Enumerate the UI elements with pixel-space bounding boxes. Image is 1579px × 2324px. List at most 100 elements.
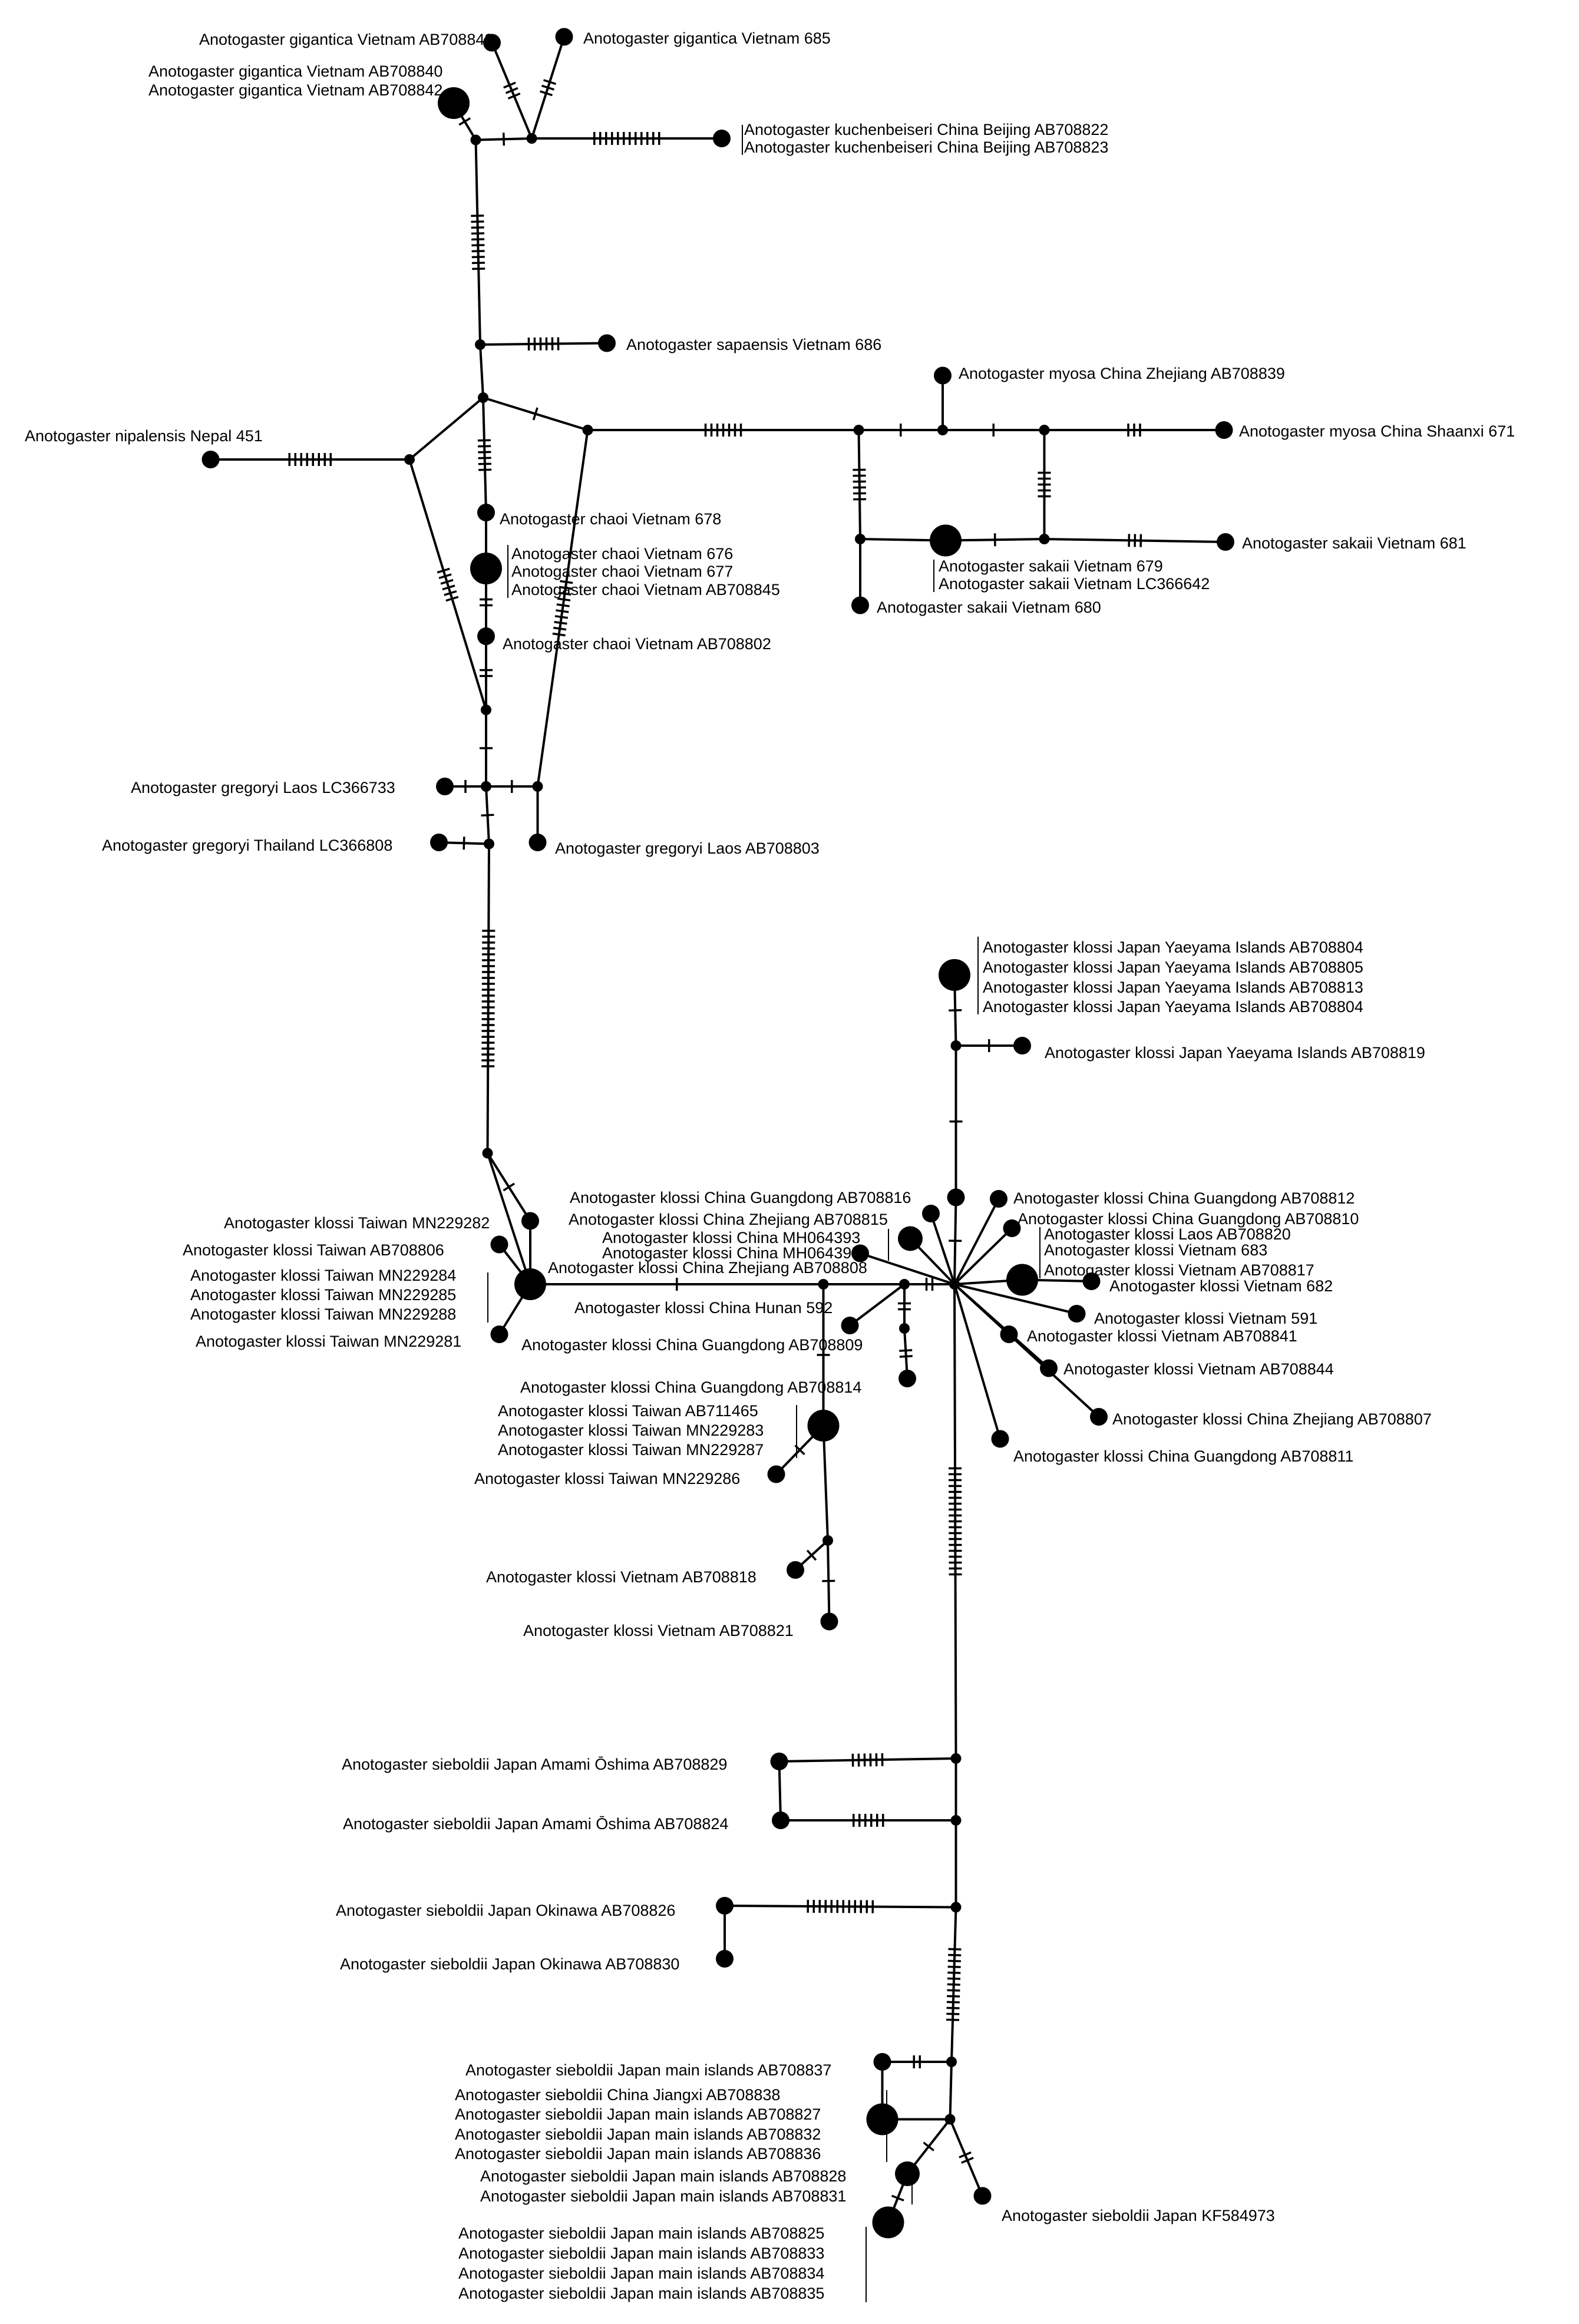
mutation-tick <box>558 591 572 596</box>
median-vector-node <box>532 781 543 792</box>
network-edge <box>486 844 490 1153</box>
median-vector-node <box>899 1323 910 1334</box>
label-klossi-taiwan-465: Anotogaster klossi Taiwan AB711465 <box>498 1402 758 1420</box>
median-vector-node <box>1039 534 1050 544</box>
label-sieboldii-kf-973: Anotogaster sieboldii Japan KF584973 <box>1002 2207 1275 2224</box>
label-klossi-zhejiang-808: Anotogaster klossi China Zhejiang AB7088… <box>548 1259 867 1277</box>
label-kuchenbeiseri-822: Anotogaster kuchenbeiseri China Beijing … <box>744 121 1108 138</box>
label-klossi-guangdong-810: Anotogaster klossi China Guangdong AB708… <box>1018 1210 1359 1228</box>
haplotype-node <box>991 1430 1009 1448</box>
label-sieboldii-amami-824: Anotogaster sieboldii Japan Amami Ōshima… <box>343 1815 728 1833</box>
mutation-tick <box>543 79 557 85</box>
label-klossi-vietnam-591: Anotogaster klossi Vietnam 591 <box>1094 1310 1317 1327</box>
network-edge <box>930 1213 956 1285</box>
mutation-tick <box>437 567 450 574</box>
label-klossi-guangdong-816: Anotogaster klossi China Guangdong AB708… <box>570 1189 911 1206</box>
mutation-tick <box>554 615 569 619</box>
haplotype-node-large <box>939 959 970 991</box>
label-klossi-taiwan-283: Anotogaster klossi Taiwan MN229283 <box>498 1421 764 1439</box>
median-vector-node <box>526 133 537 144</box>
haplotype-node <box>1090 1408 1108 1426</box>
mutation-tick <box>445 596 459 602</box>
haplotype-node-large <box>438 87 470 119</box>
label-sieboldii-main-833: Anotogaster sieboldii Japan main islands… <box>458 2244 824 2262</box>
label-klossi-taiwan-282: Anotogaster klossi Taiwan MN229282 <box>224 1214 490 1232</box>
median-vector-node <box>475 339 485 350</box>
network-edge <box>949 2061 953 2120</box>
label-klossi-laos-820: Anotogaster klossi Laos AB708820 <box>1044 1225 1291 1243</box>
median-vector-node <box>950 1753 962 1764</box>
label-klossi-guangdong-809: Anotogaster klossi China Guangdong AB708… <box>521 1336 863 1354</box>
haplotype-node <box>973 2187 992 2205</box>
label-kuchenbeiseri-823: Anotogaster kuchenbeiseri China Beijing … <box>744 138 1108 156</box>
label-klossi-vietnam-844: Anotogaster klossi Vietnam AB708844 <box>1063 1360 1334 1378</box>
network-edge <box>849 1283 906 1327</box>
label-sieboldii-main-827: Anotogaster sieboldii Japan main islands… <box>455 2105 821 2123</box>
network-edge <box>480 342 607 346</box>
haplotype-node <box>772 1811 790 1829</box>
mutation-tick <box>478 445 491 448</box>
label-chaoi-678: Anotogaster chaoi Vietnam 678 <box>500 510 721 528</box>
median-vector-node <box>478 392 488 403</box>
network-edge <box>408 459 487 710</box>
mutation-tick <box>961 2157 974 2164</box>
label-chaoi-676: Anotogaster chaoi Vietnam 676 <box>511 545 733 563</box>
mutation-tick <box>505 87 518 94</box>
haplotype-node <box>1040 1359 1058 1377</box>
haplotype-node-medium <box>895 2161 920 2186</box>
network-edge <box>953 1227 1013 1285</box>
label-klossi-yaeyama-805: Anotogaster klossi Japan Yaeyama Islands… <box>983 958 1363 976</box>
network-edge <box>479 344 484 398</box>
label-klossi-yaeyama-819: Anotogaster klossi Japan Yaeyama Islands… <box>1045 1044 1425 1062</box>
label-klossi-yaeyama-804b: Anotogaster klossi Japan Yaeyama Islands… <box>983 998 1363 1016</box>
mutation-tick <box>557 597 571 601</box>
haplotype-node <box>483 34 501 52</box>
median-vector-node <box>404 454 415 465</box>
mutation-tick <box>959 2151 972 2158</box>
label-klossi-taiwan-285: Anotogaster klossi Taiwan MN229285 <box>190 1286 456 1304</box>
network-edge <box>953 1283 1100 1418</box>
haplotype-node <box>716 1950 734 1968</box>
label-gigantica-843: Anotogaster gigantica Vietnam AB708843 <box>199 31 493 48</box>
label-myosa-839: Anotogaster myosa China Zhejiang AB70883… <box>959 365 1285 382</box>
haplotype-node <box>598 334 616 352</box>
haplotype-node <box>521 1212 539 1230</box>
haplotype-node <box>1068 1305 1086 1323</box>
mutation-tick <box>552 632 566 637</box>
haplotype-node <box>1013 1037 1031 1054</box>
median-vector-node <box>944 2114 956 2125</box>
mutation-tick <box>541 84 555 91</box>
mutation-tick <box>947 1971 961 1974</box>
label-klossi-taiwan-284: Anotogaster klossi Taiwan MN229284 <box>190 1267 456 1284</box>
haplotype-node-large <box>514 1268 546 1300</box>
label-gregoryi-733: Anotogaster gregoryi Laos LC366733 <box>131 779 395 796</box>
label-sieboldii-main-837: Anotogaster sieboldii Japan main islands… <box>465 2061 831 2079</box>
median-vector-node <box>855 534 866 544</box>
mutation-tick <box>442 584 455 591</box>
label-sakaii-679: Anotogaster sakaii Vietnam 679 <box>939 557 1163 575</box>
haplotype-node <box>851 596 869 614</box>
label-klossi-guangdong-812: Anotogaster klossi China Guangdong AB708… <box>1013 1189 1355 1207</box>
haplotype-node <box>873 2053 891 2071</box>
haplotype-node <box>1003 1219 1021 1237</box>
network-edge <box>724 1905 956 1909</box>
network-edge <box>536 429 589 787</box>
haplotype-node <box>922 1205 940 1222</box>
label-sieboldii-main-832: Anotogaster sieboldii Japan main islands… <box>455 2125 821 2143</box>
median-vector-node <box>482 1148 493 1159</box>
network-edge <box>486 1152 531 1285</box>
haplotype-node <box>898 1370 916 1387</box>
median-vector-node <box>899 1279 910 1290</box>
label-klossi-taiwan-806: Anotogaster klossi Taiwan AB708806 <box>183 1241 444 1259</box>
haplotype-node-large <box>872 2206 904 2239</box>
label-sieboldii-okinawa-830: Anotogaster sieboldii Japan Okinawa AB70… <box>340 1955 679 1973</box>
median-vector-node <box>853 425 864 435</box>
label-klossi-zhejiang-807: Anotogaster klossi China Zhejiang AB7088… <box>1112 1410 1432 1428</box>
haplotype-node <box>477 627 495 645</box>
mutation-tick <box>503 1182 515 1192</box>
label-gigantica-685: Anotogaster gigantica Vietnam 685 <box>583 29 831 47</box>
label-gigantica-842: Anotogaster gigantica Vietnam AB708842 <box>148 81 442 99</box>
label-myosa-671: Anotogaster myosa China Shaanxi 671 <box>1239 422 1515 440</box>
network-edge <box>953 1284 1002 1440</box>
label-klossi-yaeyama-813: Anotogaster klossi Japan Yaeyama Islands… <box>983 978 1363 996</box>
